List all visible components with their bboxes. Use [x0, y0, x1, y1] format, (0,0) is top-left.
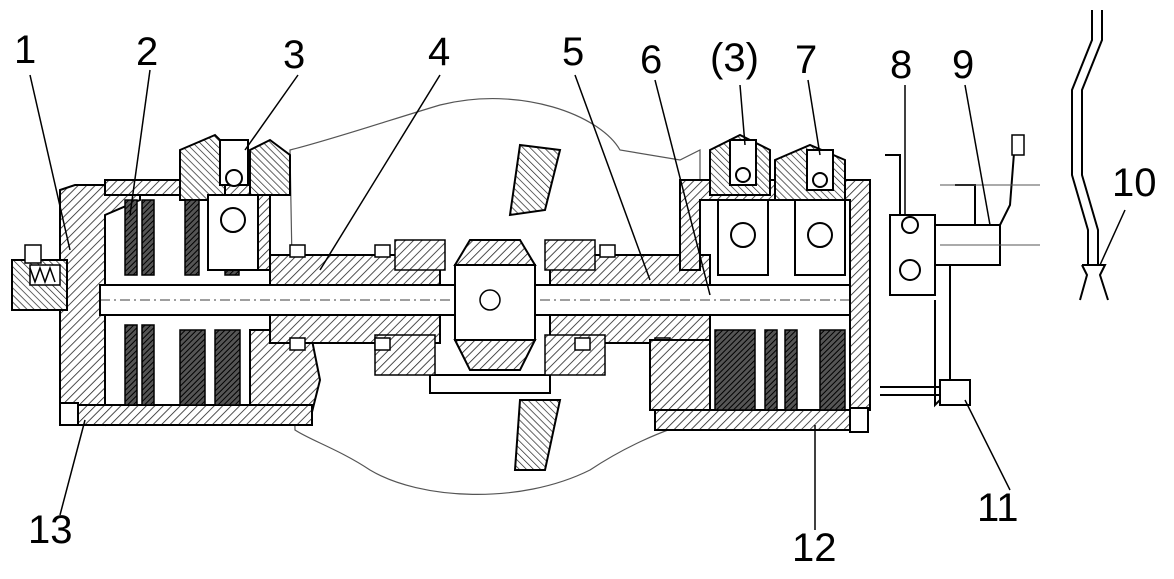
control-rod	[1071, 10, 1109, 301]
callout-5: 5	[562, 30, 585, 74]
leader-lines	[29, 69, 1126, 530]
differential	[289, 143, 671, 471]
left-bearing	[207, 139, 259, 271]
callout-13: 13	[28, 508, 73, 552]
callout-9: 9	[952, 43, 975, 87]
callout-10: 10	[1112, 161, 1157, 205]
callout-3-repeat: (3)	[710, 36, 759, 80]
left-fitting	[11, 244, 68, 311]
callout-7: 7	[795, 38, 818, 82]
shift-linkage	[880, 134, 1040, 408]
callout-1: 1	[14, 28, 37, 72]
callout-12: 12	[792, 526, 837, 570]
callout-8: 8	[890, 43, 913, 87]
callout-4: 4	[428, 30, 451, 74]
callout-3: 3	[283, 33, 306, 77]
callout-11: 11	[977, 486, 1019, 530]
right-bearings	[714, 139, 846, 411]
callout-6: 6	[640, 38, 663, 82]
housing-outline	[289, 98, 701, 495]
callout-2: 2	[136, 30, 159, 74]
